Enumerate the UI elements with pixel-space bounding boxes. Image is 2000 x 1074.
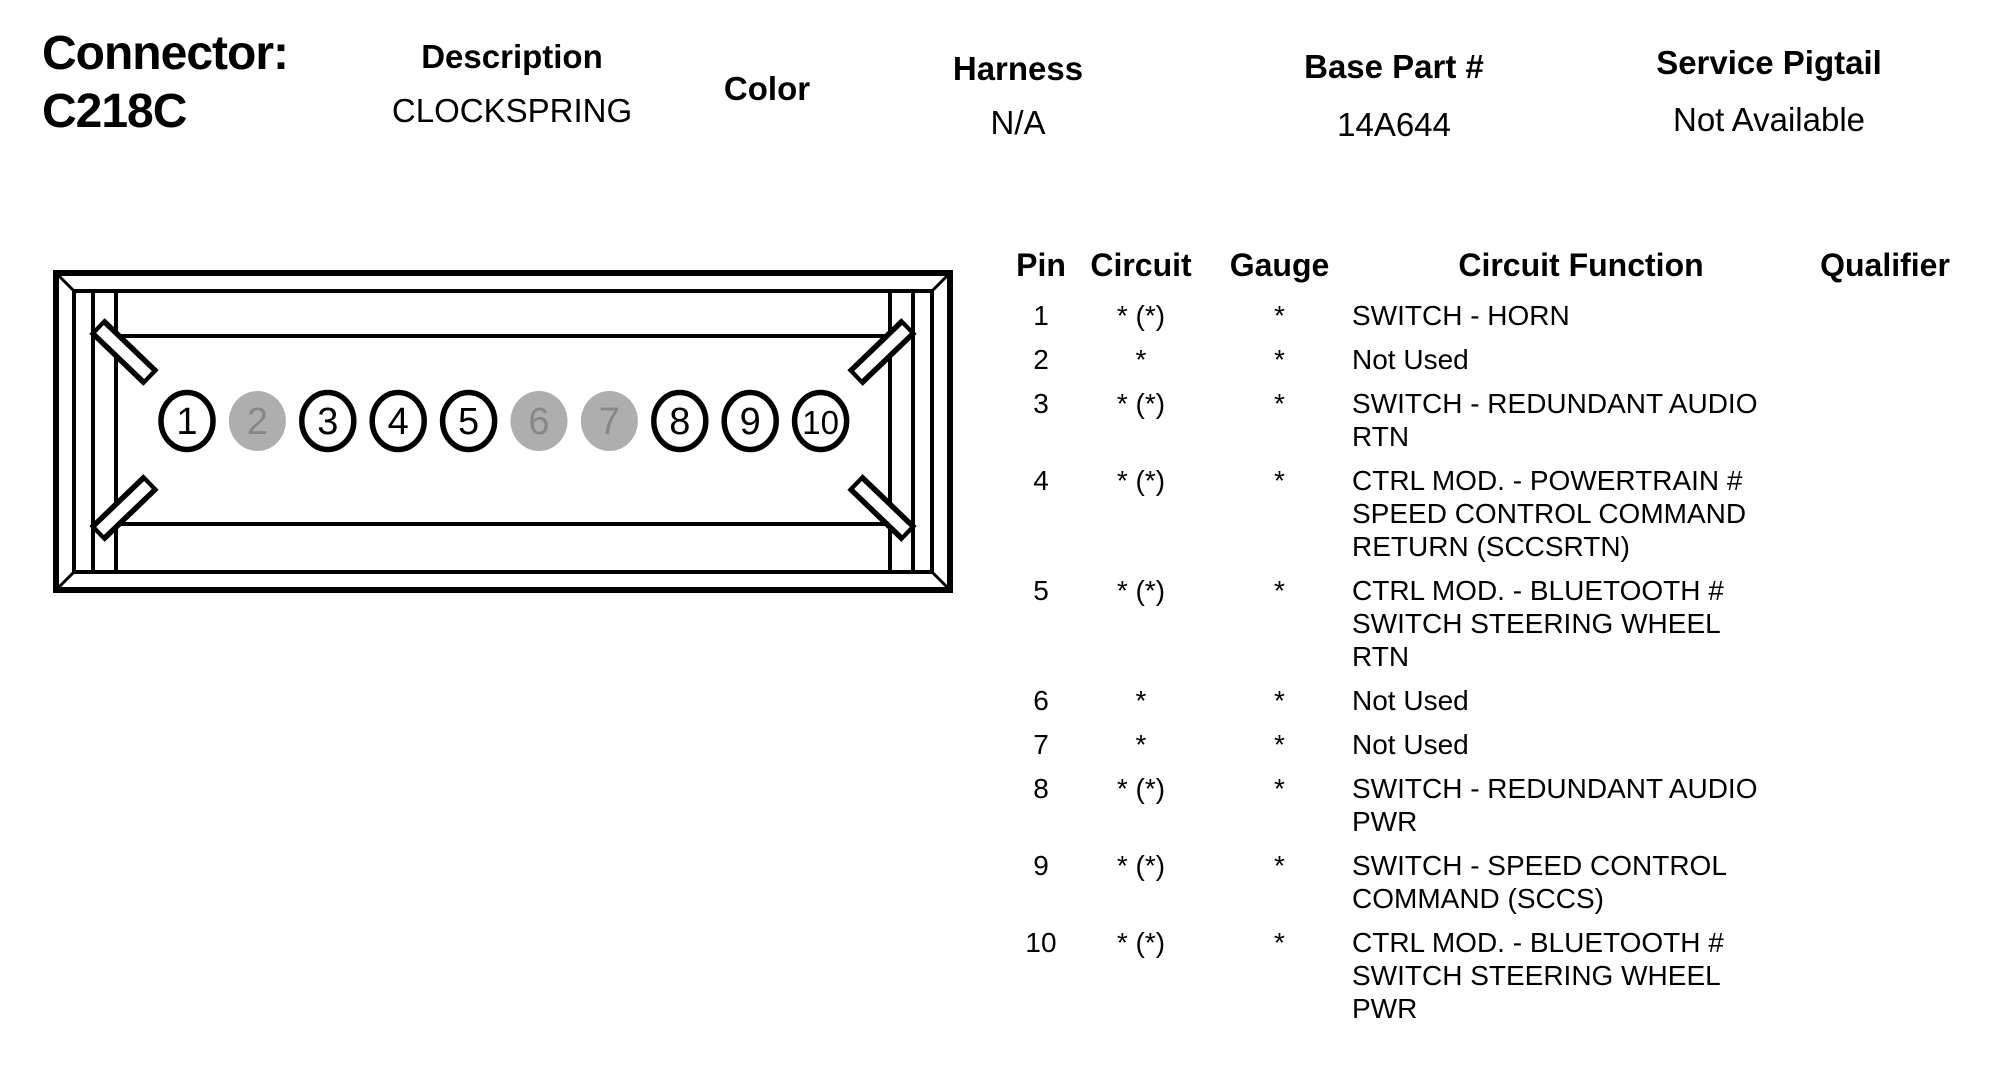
header-field-description: Description CLOCKSPRING xyxy=(392,40,632,127)
cell-pin-number: 9 xyxy=(1033,850,1049,882)
base-part-value: 14A644 xyxy=(1337,106,1451,143)
pin-table-row: 10 * (*) * CTRL MOD. - BLUETOOTH # SWITC… xyxy=(1011,926,1960,1025)
connector-housing-outline xyxy=(53,270,953,593)
pin-number-label: 2 xyxy=(247,401,268,443)
cell-gauge: * xyxy=(1274,344,1285,376)
col-header-pin: Pin xyxy=(1016,247,1066,283)
pin-table-row: 5 * (*) * CTRL MOD. - BLUETOOTH # SWITCH… xyxy=(1011,574,1960,673)
header-field-harness: Harness N/A xyxy=(953,52,1083,139)
pin-circle-6: 6 xyxy=(510,391,568,451)
cell-circuit-function: Not Used xyxy=(1352,729,1469,761)
cell-gauge: * xyxy=(1274,927,1285,959)
col-header-gauge: Gauge xyxy=(1229,247,1330,283)
pin-number-label: 6 xyxy=(528,401,549,443)
cell-pin-number: 5 xyxy=(1033,575,1049,607)
cell-circuit: * (*) xyxy=(1116,850,1166,882)
pin-table-header-row: Pin Circuit Gauge Circuit Function Quali… xyxy=(1011,247,1960,283)
harness-label: Harness xyxy=(952,50,1084,87)
service-pigtail-label: Service Pigtail xyxy=(1656,44,1882,81)
pin-table-row: 4 * (*) * CTRL MOD. - POWERTRAIN # SPEED… xyxy=(1011,464,1960,563)
pin-number-label: 5 xyxy=(458,401,479,443)
cell-pin-number: 1 xyxy=(1033,300,1049,332)
pin-table-row: 9 * (*) * SWITCH - SPEED CONTROL COMMAND… xyxy=(1011,849,1960,915)
cell-gauge: * xyxy=(1274,388,1285,420)
color-label: Color xyxy=(723,70,811,107)
cell-circuit-function: CTRL MOD. - BLUETOOTH # SWITCH STEERING … xyxy=(1352,927,1724,1025)
cell-pin-number: 2 xyxy=(1033,344,1049,376)
pin-circle-4: 4 xyxy=(369,389,427,453)
cell-circuit-function: Not Used xyxy=(1352,685,1469,717)
cell-circuit-function: SWITCH - REDUNDANT AUDIO RTN xyxy=(1352,388,1758,453)
cell-circuit: * (*) xyxy=(1116,388,1166,420)
cell-circuit: * xyxy=(1135,344,1147,376)
cell-circuit: * (*) xyxy=(1116,575,1166,607)
cell-pin-number: 6 xyxy=(1033,685,1049,717)
cell-gauge: * xyxy=(1274,575,1285,607)
pin-number-label: 10 xyxy=(802,404,839,441)
cell-gauge: * xyxy=(1274,729,1285,761)
pin-table-body: 1 * (*) * SWITCH - HORN 2 * * Not Used 3… xyxy=(1011,299,1960,1025)
pin-row: 1 2 3 4 5 6 7 8 9 10 xyxy=(158,389,850,453)
col-header-qualifier: Qualifier xyxy=(1820,247,1950,283)
pin-number-label: 4 xyxy=(388,401,409,443)
cell-pin-number: 4 xyxy=(1033,465,1049,497)
header-field-service-pigtail: Service Pigtail Not Available xyxy=(1656,46,1882,136)
cell-circuit: * (*) xyxy=(1116,773,1166,805)
cell-pin-number: 3 xyxy=(1033,388,1049,420)
col-header-function: Circuit Function xyxy=(1458,247,1704,283)
pin-circle-1: 1 xyxy=(158,389,216,453)
cell-gauge: * xyxy=(1274,685,1285,717)
header-field-base-part: Base Part # 14A644 xyxy=(1304,50,1484,141)
cell-gauge: * xyxy=(1274,850,1285,882)
pin-table-row: 7 * * Not Used xyxy=(1011,728,1960,761)
connector-id: C218C xyxy=(42,85,187,138)
pin-number-label: 3 xyxy=(317,401,338,443)
harness-value: N/A xyxy=(990,104,1046,141)
pin-number-label: 8 xyxy=(669,401,690,443)
pin-table-row: 8 * (*) * SWITCH - REDUNDANT AUDIO PWR xyxy=(1011,772,1960,838)
pin-number-label: 7 xyxy=(599,401,620,443)
latch-wedges xyxy=(89,318,917,542)
pin-table-row: 2 * * Not Used xyxy=(1011,343,1960,376)
pin-circle-2: 2 xyxy=(228,391,286,451)
pin-function-table: Pin Circuit Gauge Circuit Function Quali… xyxy=(1011,247,1960,1036)
col-header-circuit: Circuit xyxy=(1090,247,1192,283)
connector-face-diagram: 1 2 3 4 5 6 7 8 9 10 xyxy=(53,270,953,593)
cell-pin-number: 8 xyxy=(1033,773,1049,805)
cell-circuit: * (*) xyxy=(1116,465,1166,497)
cell-circuit: * xyxy=(1135,729,1147,761)
pin-number-label: 1 xyxy=(176,401,197,443)
pin-circle-9: 9 xyxy=(721,389,779,453)
header-field-color: Color xyxy=(724,72,810,105)
pin-circle-7: 7 xyxy=(580,391,638,451)
pin-table-row: 3 * (*) * SWITCH - REDUNDANT AUDIO RTN xyxy=(1011,387,1960,453)
cell-gauge: * xyxy=(1274,300,1285,332)
cell-circuit: * (*) xyxy=(1116,300,1166,332)
cell-circuit: * xyxy=(1135,685,1147,717)
cell-circuit-function: CTRL MOD. - BLUETOOTH # SWITCH STEERING … xyxy=(1352,575,1724,673)
pin-circle-3: 3 xyxy=(299,389,357,453)
cell-circuit-function: SWITCH - HORN xyxy=(1352,300,1570,332)
connector-label: Connector: xyxy=(42,27,289,80)
cell-circuit-function: SWITCH - REDUNDANT AUDIO PWR xyxy=(1352,773,1758,838)
connector-title-block: Connector: C218C xyxy=(42,27,289,138)
cell-gauge: * xyxy=(1274,465,1285,497)
cell-circuit-function: CTRL MOD. - POWERTRAIN # SPEED CONTROL C… xyxy=(1352,465,1747,563)
pin-table-row: 1 * (*) * SWITCH - HORN xyxy=(1011,299,1960,332)
description-value: CLOCKSPRING xyxy=(391,92,633,129)
base-part-label: Base Part # xyxy=(1304,48,1484,85)
cell-gauge: * xyxy=(1274,773,1285,805)
pin-circle-5: 5 xyxy=(439,389,498,453)
cell-pin-number: 7 xyxy=(1033,729,1049,761)
cell-circuit-function: Not Used xyxy=(1352,344,1469,376)
description-label: Description xyxy=(421,38,603,75)
cell-pin-number: 10 xyxy=(1025,927,1057,959)
cell-circuit-function: SWITCH - SPEED CONTROL COMMAND (SCCS) xyxy=(1352,850,1727,915)
cell-circuit: * (*) xyxy=(1116,927,1166,959)
service-pigtail-value: Not Available xyxy=(1672,101,1866,138)
pin-table-row: 6 * * Not Used xyxy=(1011,684,1960,717)
pin-circle-10: 10 xyxy=(791,389,850,453)
pin-number-label: 9 xyxy=(740,401,761,443)
pin-circle-8: 8 xyxy=(651,389,709,453)
